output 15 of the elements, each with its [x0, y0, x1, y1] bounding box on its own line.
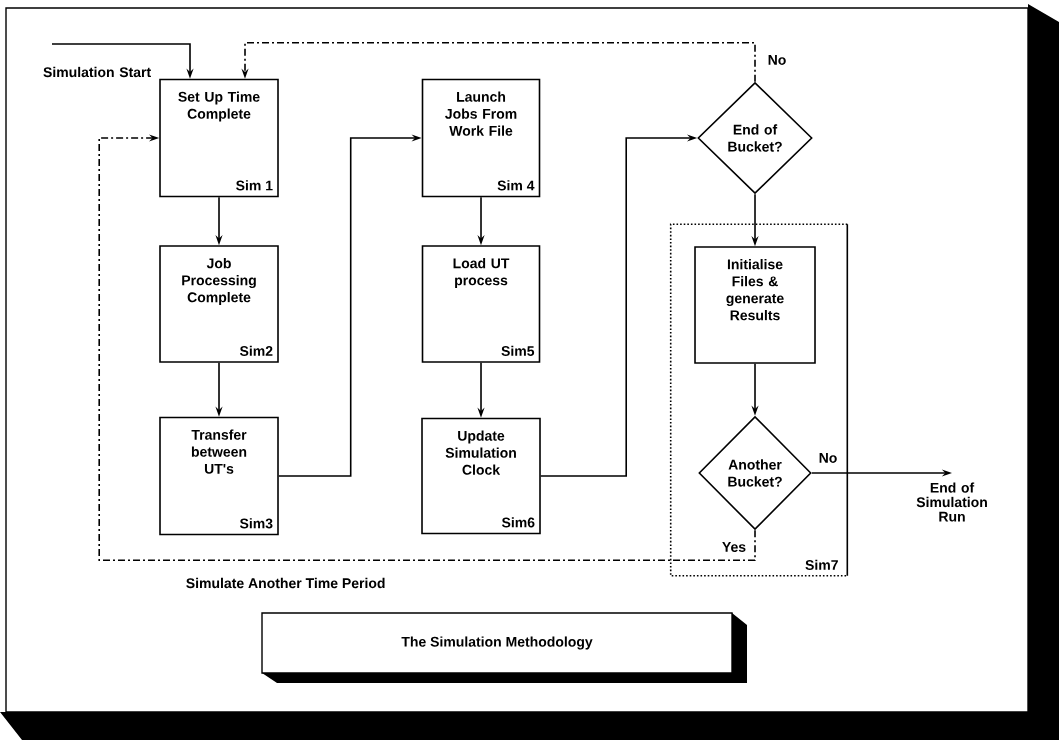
process-box: Initialise Files & generate Results: [694, 246, 816, 364]
process-box: Launch Jobs From Work File Sim 4: [421, 78, 541, 198]
process-box: Set Up Time Complete Sim 1: [159, 78, 279, 198]
process-box: Update Simulation Clock Sim6: [421, 417, 541, 535]
edge-label: No: [817, 452, 839, 464]
note-text: Simulate Another Time Period: [186, 577, 385, 589]
terminal-text: End of Simulation Run: [916, 482, 987, 522]
title-box: The Simulation Methodology: [261, 612, 747, 683]
edge-label: No: [766, 54, 788, 66]
edge-label: Yes: [720, 541, 748, 553]
arrow: [98, 134, 756, 562]
process-box: Job Processing Complete Sim2: [159, 245, 279, 363]
process-box: Load UT process Sim5: [421, 245, 541, 363]
process-box: Transfer between UT's Sim3: [159, 416, 279, 536]
terminal-text: Simulation Start: [43, 66, 151, 78]
